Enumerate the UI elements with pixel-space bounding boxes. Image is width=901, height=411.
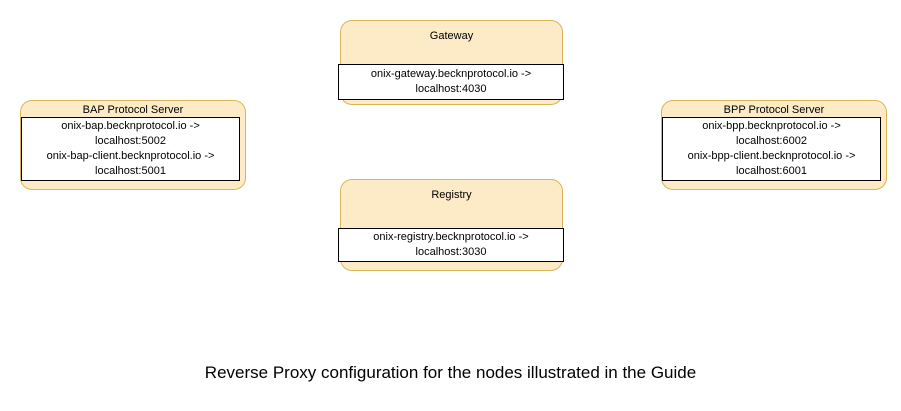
config-line: localhost:5001 — [95, 165, 166, 177]
config-line: localhost:3030 — [415, 246, 487, 258]
node-registry-title: Registry — [431, 189, 472, 201]
config-line: localhost:6001 — [736, 165, 807, 177]
config-line: onix-bpp-client.becknprotocol.io -> — [687, 150, 856, 162]
node-bap-title: BAP Protocol Server — [82, 104, 184, 116]
node-gateway-title: Gateway — [429, 30, 474, 42]
node-gateway-config-panel[interactable]: onix-gateway.becknprotocol.io -> localho… — [338, 64, 564, 100]
config-line: localhost:5002 — [95, 135, 166, 147]
node-bpp-title: BPP Protocol Server — [723, 104, 825, 116]
node-registry-config-panel[interactable]: onix-registry.becknprotocol.io -> localh… — [338, 228, 564, 262]
node-bap-config-panel[interactable]: onix-bap.becknprotocol.io -> localhost:5… — [21, 117, 240, 181]
config-line: onix-bap.becknprotocol.io -> — [61, 120, 200, 132]
config-line: onix-gateway.becknprotocol.io -> — [370, 68, 532, 80]
config-line: localhost:6002 — [736, 135, 807, 147]
diagram-caption: Reverse Proxy configuration for the node… — [204, 363, 697, 382]
node-bpp-config-panel[interactable]: onix-bpp.becknprotocol.io -> localhost:6… — [662, 117, 881, 181]
config-line: onix-bpp.becknprotocol.io -> — [702, 120, 841, 132]
config-line: onix-registry.becknprotocol.io -> — [373, 231, 529, 243]
config-line: localhost:4030 — [415, 83, 487, 95]
config-line: onix-bap-client.becknprotocol.io -> — [46, 150, 215, 162]
